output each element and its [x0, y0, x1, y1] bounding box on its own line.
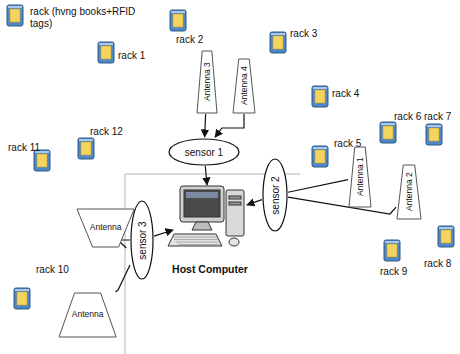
- rack-icon: [380, 122, 396, 143]
- rack-icon: [98, 42, 114, 63]
- rack-label: rack 7: [424, 111, 451, 122]
- rack-label: rack 4: [332, 88, 359, 99]
- antenna-label: Antenna 2: [404, 173, 413, 212]
- rack-top: [8, 6, 22, 8]
- rack-top: [439, 227, 453, 229]
- sensor-label: sensor 2: [270, 176, 281, 214]
- sensor-label: sensor 3: [137, 221, 148, 259]
- antenna-label: Antenna 3: [202, 63, 211, 102]
- antenna-shape: Antenna: [76, 208, 135, 248]
- rack-label: rack 10: [36, 264, 69, 275]
- rack-books: [17, 292, 27, 305]
- rack-top: [381, 123, 395, 125]
- rack-body: [380, 122, 396, 143]
- sensor-ellipse: sensor 3: [130, 200, 154, 280]
- rack-icon: [170, 10, 186, 31]
- antenna-shape: Antenna 3: [196, 50, 218, 114]
- rack-label: rack 9: [380, 266, 407, 277]
- rack-label: rack 3: [290, 28, 317, 39]
- sensor-ellipse: sensor 2: [262, 158, 288, 232]
- rack-top: [15, 289, 29, 291]
- antenna-shape: Antenna 1: [348, 146, 372, 208]
- rack-icon: [78, 138, 94, 159]
- rack-body: [14, 288, 30, 309]
- rack-label: rack 8: [424, 258, 451, 269]
- rack-top: [427, 125, 441, 127]
- antenna-shape: Antenna: [58, 292, 117, 338]
- rack-top: [171, 11, 185, 13]
- rack-books: [315, 150, 325, 163]
- rack-books: [441, 230, 451, 243]
- antenna-shape: Antenna 4: [232, 58, 256, 114]
- rack-body: [170, 10, 186, 31]
- connector: [288, 180, 348, 193]
- antenna-label: Antenna: [90, 223, 122, 232]
- rack-books: [101, 46, 111, 59]
- antenna-label: Antenna: [72, 310, 104, 319]
- rack-body: [312, 86, 328, 107]
- connector: [204, 114, 206, 137]
- rack-top: [385, 241, 399, 243]
- rack-books: [383, 126, 393, 139]
- rack-body: [384, 240, 400, 261]
- rack-label: rack 11: [8, 142, 40, 153]
- panel-line: [125, 174, 126, 354]
- rack-top: [313, 147, 327, 149]
- rack-icon: [438, 226, 454, 247]
- rack-body: [98, 42, 114, 63]
- rack-label: rack 1: [118, 50, 145, 61]
- rack-books: [315, 90, 325, 103]
- rack-icon: [34, 150, 50, 171]
- rack-label: rack 12: [90, 126, 123, 137]
- rack-books: [37, 154, 47, 167]
- antenna-shape: Antenna 2: [396, 164, 422, 220]
- rack-icon: [384, 240, 400, 261]
- rack-icon: [426, 124, 442, 145]
- rack-body: [34, 150, 50, 171]
- rack-books: [429, 128, 439, 141]
- rack-body: [438, 226, 454, 247]
- rack-books: [173, 14, 183, 27]
- rack-books: [387, 244, 397, 257]
- connector: [205, 166, 207, 185]
- sensor-label: sensor 1: [185, 147, 223, 158]
- sensor-ellipse: sensor 1: [168, 138, 240, 166]
- rack-icon: [312, 86, 328, 107]
- connector: [288, 197, 396, 214]
- rack-body: [270, 32, 286, 53]
- connector: [247, 200, 262, 205]
- rack-label: rack 2: [176, 34, 203, 45]
- computer-label: Host Computer: [172, 264, 248, 276]
- rack-top: [99, 43, 113, 45]
- rack-icon: [270, 32, 286, 53]
- connector: [154, 230, 173, 236]
- rack-books: [10, 9, 20, 22]
- legend: rack (hvng books+RFID tags): [6, 4, 148, 29]
- rack-top: [79, 139, 93, 141]
- rack-books: [273, 36, 283, 49]
- rack-label: rack 6: [394, 111, 421, 122]
- antenna-label: Antenna 1: [355, 158, 364, 197]
- rack-icon: [7, 5, 23, 26]
- rack-top: [313, 87, 327, 89]
- rack-body: [426, 124, 442, 145]
- rack-top: [271, 33, 285, 35]
- legend-text: rack (hvng books+RFID tags): [30, 6, 148, 29]
- rack-body: [7, 5, 23, 26]
- connector: [215, 114, 244, 137]
- rack-body: [78, 138, 94, 159]
- rack-icon: [312, 146, 328, 167]
- rack-body: [312, 146, 328, 167]
- rack-books: [81, 142, 91, 155]
- connector: [116, 265, 130, 292]
- rack-icon: [14, 288, 30, 309]
- rack-icon: [6, 4, 24, 28]
- antenna-label: Antenna 4: [239, 67, 248, 106]
- host-computer: Host Computer: [164, 182, 256, 278]
